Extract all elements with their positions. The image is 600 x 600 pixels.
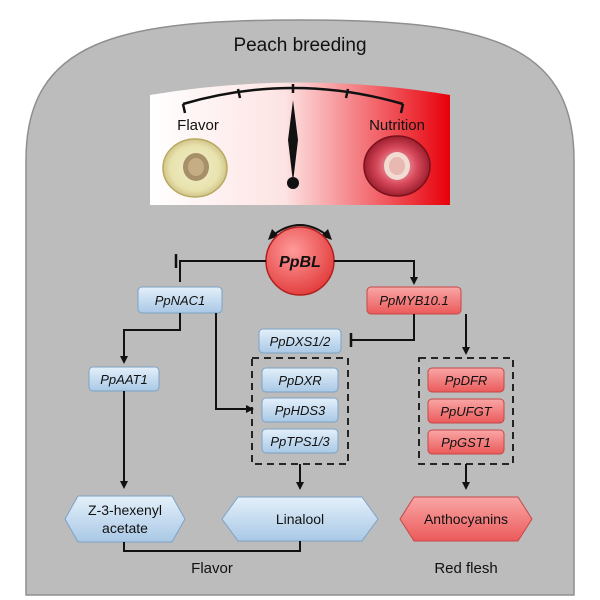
arrowhead-right: [321, 229, 332, 240]
anthocyanins-label: Anthocyanins: [424, 511, 508, 527]
ppufgt-box: [427, 398, 505, 424]
activate-nac1-hds3: [215, 313, 254, 413]
activate-ppbl-myb: [334, 260, 418, 285]
ppmyb101-label: PpMYB10.1: [379, 293, 448, 308]
gauge-tick: [399, 103, 405, 114]
pphds3-label: PpHDS3: [275, 403, 326, 418]
red-peach-image: [363, 135, 431, 197]
ppdfr-label: PpDFR: [445, 373, 488, 388]
ppdxs12-box: [258, 328, 342, 354]
gauge-right-label: Nutrition: [369, 117, 425, 134]
anthocyanins-node: [399, 496, 533, 542]
repress-ppbl-nac1: [179, 260, 266, 282]
arrowhead-left: [268, 229, 279, 240]
gauge-left-label: Flavor: [177, 117, 219, 134]
hexenyl-acetate-label-line1: Z-3-hexenyl: [88, 502, 162, 518]
gauge-tick: [236, 88, 242, 99]
pptps13-label: PpTPS1/3: [270, 434, 330, 449]
ppdxs12-label: PpDXS1/2: [270, 334, 331, 349]
flavor-bracket: [123, 541, 301, 552]
trait-flavor-label: Flavor: [191, 560, 233, 577]
gauge-tick: [344, 88, 350, 99]
ppaat1-label: PpAAT1: [100, 372, 147, 387]
ppdxr-box: [261, 367, 339, 393]
pptps13-box: [261, 428, 339, 454]
ppnac1-label: PpNAC1: [155, 293, 206, 308]
ppgst1-box: [427, 429, 505, 455]
ppdfr-box: [427, 367, 505, 393]
yellow-peach-image: [162, 138, 228, 198]
linalool-node: [221, 496, 379, 542]
hexenyl-acetate-label-line2: acetate: [102, 520, 148, 536]
hexenyl-acetate-node: [64, 495, 186, 543]
diagram-title: Peach breeding: [233, 35, 366, 56]
gauge-tick: [181, 103, 187, 114]
terpene-gene-group: [251, 357, 349, 465]
trait-red-flesh-label: Red flesh: [434, 560, 497, 577]
gauge-pivot: [287, 177, 299, 189]
pphds3-box: [261, 397, 339, 423]
repress-myb-dxs: [352, 314, 415, 341]
ppdxr-label: PpDXR: [278, 373, 321, 388]
gauge-needle: [288, 100, 298, 182]
ppufgt-label: PpUFGT: [440, 404, 492, 419]
ppbl-label: PpBL: [279, 254, 321, 271]
activate-nac1-aat1: [120, 313, 181, 364]
ppgst1-label: PpGST1: [441, 435, 491, 450]
linalool-label: Linalool: [276, 511, 324, 527]
feedback-arrow: [271, 224, 329, 237]
